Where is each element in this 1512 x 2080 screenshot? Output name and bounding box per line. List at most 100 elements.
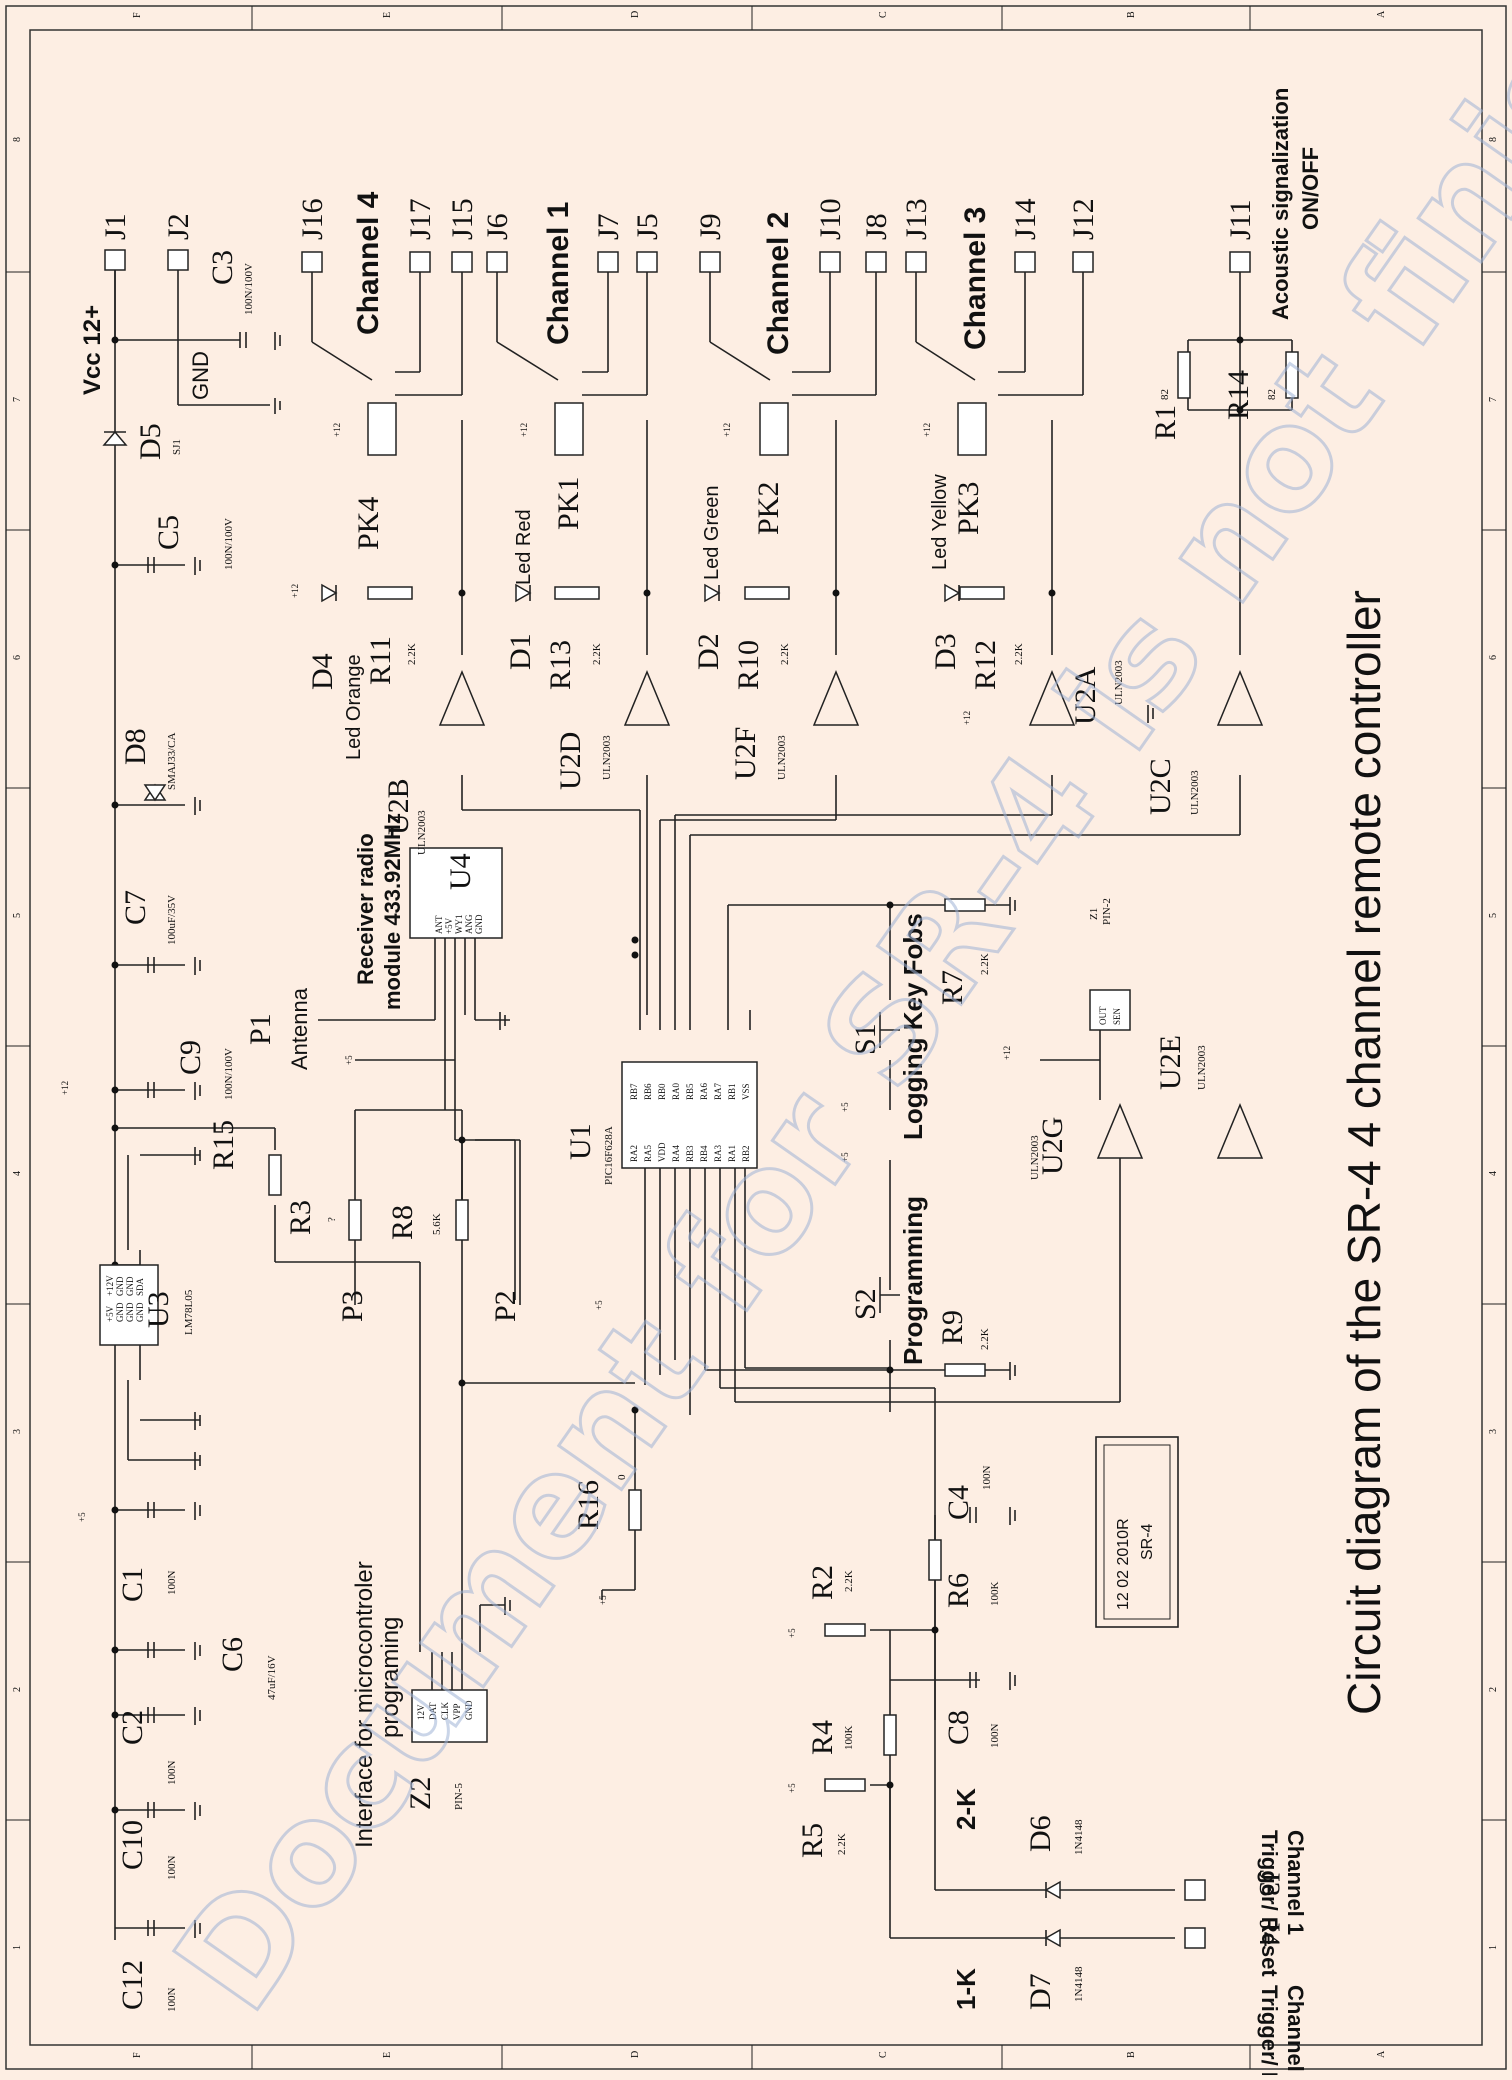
- ref-u2d: U2D: [554, 732, 587, 790]
- ref-r16: R16: [572, 1480, 605, 1530]
- u1-pin-label: RA2: [629, 1145, 639, 1162]
- u1-pin-label: RA3: [713, 1144, 723, 1162]
- plus5-marker: +5: [598, 1595, 608, 1605]
- interface-label-1: Interface for microcontroler: [351, 1561, 378, 1848]
- jumper-label: J6: [481, 213, 514, 240]
- u1-pin-label: RB0: [657, 1083, 667, 1100]
- ref-r10: R10: [732, 640, 765, 690]
- resistors: [268, 351, 1299, 1792]
- u3-pin-label: +12V: [105, 1275, 115, 1296]
- ref-u4: U4: [444, 853, 477, 890]
- grid-number: 7: [12, 397, 23, 402]
- val-r10: 2.2K: [779, 643, 791, 665]
- ref-d2: D2: [692, 633, 725, 670]
- z2-pin-label: DAT: [428, 1702, 438, 1720]
- inner-frame: [29, 29, 1483, 2046]
- u1-pin-label: RB5: [685, 1083, 695, 1100]
- trigger2-label-b: Channel 2: [1283, 1985, 1308, 2075]
- val-c6: 47uF/16V: [266, 1655, 278, 1700]
- ref-r13: R13: [544, 640, 577, 690]
- relay-contacts: [311, 272, 1084, 396]
- val-c12: 100N: [166, 1988, 178, 2013]
- plus12-marker: +12: [332, 423, 342, 437]
- z2-pin-label: GND: [464, 1700, 474, 1720]
- ref-c2: C2: [116, 1710, 149, 1745]
- val-c7: 100uF/35V: [166, 895, 178, 945]
- ref-r9: R9: [936, 1310, 969, 1345]
- grid-letter: B: [1126, 11, 1137, 18]
- u1-pin-label: VDD: [657, 1142, 667, 1162]
- led-yellow-label: Led Yellow: [929, 474, 951, 570]
- jumper-label: J13: [900, 198, 933, 240]
- u4-pin-label: +5V: [444, 917, 454, 934]
- ref-z2: Z2: [404, 1777, 437, 1810]
- val-r7: 2.2K: [979, 953, 991, 975]
- u3-pin-label: GND: [125, 1302, 135, 1322]
- ref-d8: D8: [119, 728, 152, 765]
- ref-z1: Z1: [1088, 908, 1100, 920]
- ic-z2: 12V DAT CLK VPP GND: [411, 1689, 488, 1743]
- ref-r2: R2: [806, 1565, 839, 1600]
- ref-c8: C8: [942, 1710, 975, 1745]
- val-r13: 2.2K: [591, 643, 603, 665]
- grid-number: 2: [12, 1687, 23, 1692]
- z2-pin-label: VPP: [452, 1703, 462, 1720]
- val-c4: 100N: [981, 1466, 993, 1491]
- ref-s2: S2: [849, 1288, 882, 1320]
- ref-u2g: U2G: [1036, 1117, 1069, 1175]
- val-d7: 1N4148: [1073, 1966, 1085, 2002]
- grid-ticks: [6, 6, 1506, 2069]
- ref-pk4: PK4: [352, 497, 385, 550]
- grid-letter: F: [132, 12, 143, 18]
- val-c5: 100N/100V: [223, 518, 235, 570]
- jumper-label: J4: [1253, 1920, 1286, 1947]
- ref-pk1: PK1: [552, 477, 585, 530]
- plus12-marker: +12: [60, 1081, 70, 1095]
- ref-u2f: U2F: [729, 727, 762, 780]
- ref-c10: C10: [116, 1820, 149, 1870]
- jumper-label: J7: [592, 213, 625, 240]
- ref-u2b: U2B: [382, 778, 415, 835]
- ref-c4: C4: [942, 1485, 975, 1520]
- u3-pin-label: GND: [135, 1302, 145, 1322]
- jumper-label: J15: [446, 198, 479, 240]
- grid-letter: D: [630, 11, 641, 18]
- grid-letter: C: [878, 2051, 889, 2058]
- led-red-label: Led Red: [513, 509, 535, 585]
- val-r3: ?: [326, 1217, 338, 1222]
- ref-d6: D6: [1024, 1815, 1057, 1852]
- u1-pin-label: RB7: [629, 1083, 639, 1100]
- z2-pin-label: CLK: [440, 1701, 450, 1720]
- grid-number: 5: [1488, 913, 1499, 918]
- val-u2f: ULN2003: [776, 735, 788, 780]
- channel1-label: Channel 1: [542, 202, 575, 345]
- ref-d4: D4: [306, 653, 339, 690]
- plus12-marker: +12: [922, 423, 932, 437]
- grid-number: 5: [12, 913, 23, 918]
- plus12-marker: +12: [519, 423, 529, 437]
- val-r4: 100K: [843, 1726, 855, 1751]
- jumper-label: J2: [162, 213, 195, 240]
- ref-u3: U3: [142, 1291, 175, 1328]
- jumper-label: J11: [1224, 199, 1257, 240]
- val-c8: 100N: [989, 1724, 1001, 1749]
- uln-buffers: [438, 670, 1264, 1159]
- z1-pin-label: OUT: [1098, 1006, 1108, 1025]
- ic-u1: RB7 RB6 RB0 RA0 RB5 RA6 RA7 RB1 VSS RA2 …: [621, 1061, 758, 1169]
- grid-letter: E: [382, 12, 393, 18]
- gnd-label: GND: [188, 351, 213, 400]
- stamp-date: 12 02 2010R: [1115, 1518, 1132, 1610]
- val-c2: 100N: [166, 1761, 178, 1786]
- junctions: [111, 336, 1244, 1814]
- ref-r14: R14: [1222, 370, 1255, 420]
- grid-number: 6: [12, 655, 23, 660]
- ref-d5: D5: [134, 423, 167, 460]
- val-r8: 5.6K: [431, 1213, 443, 1235]
- trigger1-label-a: Trigger/ Reset: [1257, 1830, 1282, 1977]
- trigger2-label-a: Trigger/ Reset: [1257, 1985, 1282, 2075]
- grid-number: 1: [1488, 1945, 1499, 1950]
- val-u3: LM78L05: [183, 1289, 195, 1335]
- val-u2c: ULN2003: [1189, 770, 1201, 815]
- acoustic-label: Acoustic signalization: [1268, 88, 1293, 320]
- u4-pin-label: ANG: [464, 914, 474, 934]
